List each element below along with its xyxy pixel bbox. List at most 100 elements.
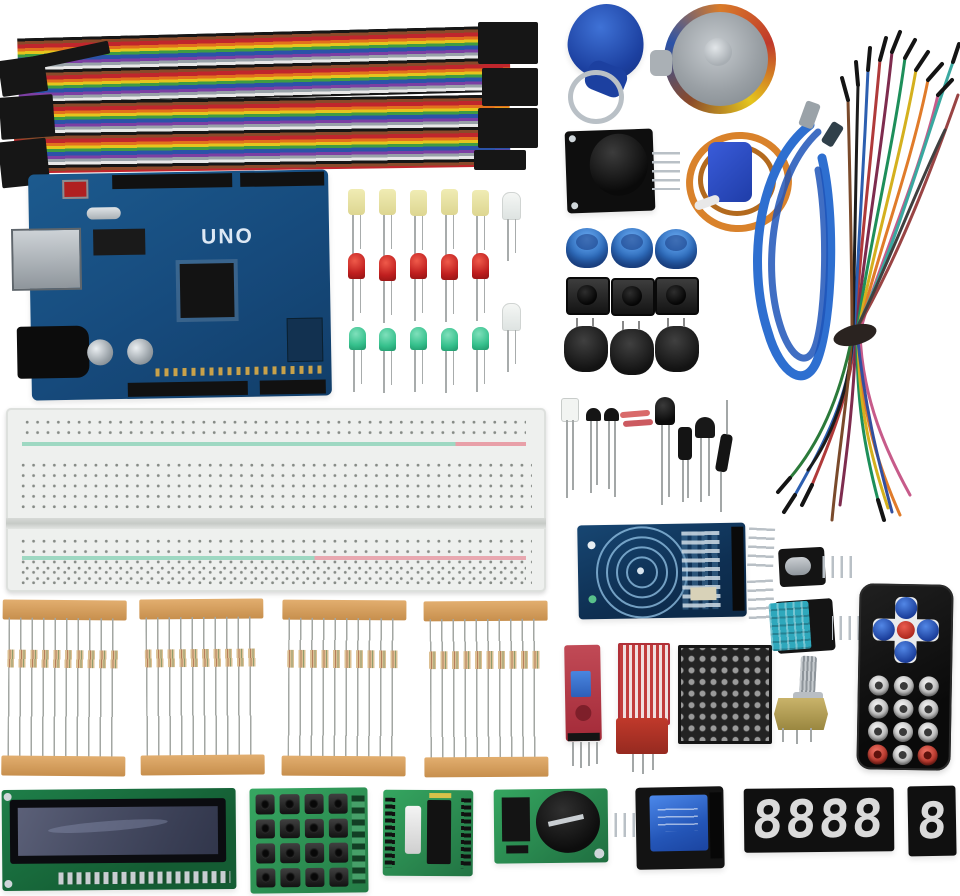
crystal-oscillator bbox=[86, 207, 121, 220]
led-red bbox=[410, 253, 427, 321]
antenna-center bbox=[636, 567, 645, 575]
remote-key bbox=[893, 675, 915, 697]
remote-keypad bbox=[867, 675, 941, 766]
chip-sticker bbox=[690, 587, 717, 601]
resistor-tape-bottom bbox=[140, 754, 265, 776]
remote-dpad bbox=[872, 596, 940, 664]
resistor-leads bbox=[145, 616, 259, 758]
arrow-left-button bbox=[872, 618, 896, 641]
coin-cell-holder bbox=[535, 790, 601, 854]
breadboard-grid-upper bbox=[18, 460, 532, 512]
resistor-leads bbox=[429, 618, 543, 760]
led-matrix-8x8 bbox=[678, 645, 772, 744]
led-green bbox=[441, 328, 458, 393]
ribbon-connector-left-2 bbox=[0, 94, 56, 140]
led-yellow bbox=[410, 190, 427, 258]
led-green bbox=[349, 327, 366, 392]
lcd-solder-pads bbox=[58, 871, 231, 885]
rc522-pins-top bbox=[746, 527, 776, 573]
joystick-knob bbox=[588, 132, 649, 197]
remote-key-red bbox=[917, 745, 938, 766]
dip-ic bbox=[426, 799, 452, 865]
joystick-module bbox=[564, 128, 656, 214]
ribbon-cable-band-bottom bbox=[13, 94, 511, 174]
solder-pads bbox=[155, 365, 322, 377]
dht11-pins bbox=[832, 616, 860, 640]
trimmer bbox=[575, 704, 592, 722]
rtc-ic bbox=[501, 797, 531, 842]
ribbon-connector-right-3 bbox=[478, 108, 538, 148]
black-diode bbox=[714, 433, 734, 473]
ribbon-connector-left-1 bbox=[0, 54, 49, 98]
water-level-sensor bbox=[618, 643, 670, 725]
water-sensor-base bbox=[616, 718, 668, 754]
tilt-sensor-module bbox=[778, 546, 826, 588]
joystick-pins bbox=[652, 152, 680, 190]
power-header bbox=[127, 380, 248, 397]
remote-key bbox=[868, 698, 889, 719]
resistor-bodies bbox=[144, 648, 259, 668]
tactile-button bbox=[566, 277, 610, 315]
rotary-potentiometer bbox=[774, 698, 828, 730]
dc-barrel-jack bbox=[16, 325, 90, 379]
resistor-strip bbox=[423, 600, 549, 778]
resistor-tape-bottom bbox=[281, 755, 406, 777]
red-diode bbox=[619, 409, 651, 419]
keypad-key bbox=[304, 793, 324, 814]
keypad-key bbox=[255, 794, 275, 815]
stepper-motor-hub bbox=[704, 38, 732, 66]
breadboard-center-channel bbox=[6, 518, 546, 529]
led-green bbox=[472, 327, 489, 392]
dht11-sensor bbox=[768, 600, 812, 652]
resistor-strip bbox=[1, 599, 127, 777]
keypad-key bbox=[304, 867, 325, 888]
module-led bbox=[588, 595, 597, 604]
battery-clip bbox=[547, 813, 585, 827]
lcd-screen bbox=[17, 806, 219, 856]
arrow-down-button bbox=[894, 640, 917, 664]
relay-cube bbox=[649, 794, 709, 852]
keypad-key bbox=[328, 793, 348, 814]
breadboard-power-rail-bottom bbox=[22, 556, 526, 585]
arrow-up-button bbox=[895, 596, 918, 620]
breadboard bbox=[6, 408, 546, 592]
header-strip bbox=[731, 526, 745, 611]
seven-segment-1digit: 8 bbox=[907, 785, 957, 857]
resistor-leads bbox=[7, 617, 121, 759]
capacitor-1 bbox=[86, 339, 114, 366]
led-yellow bbox=[379, 189, 396, 257]
led-red bbox=[472, 253, 489, 321]
tactile-button bbox=[655, 277, 699, 315]
remote-key bbox=[893, 698, 914, 720]
arrow-right-button bbox=[916, 619, 940, 642]
keypad-key bbox=[328, 842, 349, 863]
keypad-keys bbox=[255, 793, 349, 888]
potentiometer-cap bbox=[566, 228, 608, 268]
ir-led bbox=[655, 397, 675, 425]
seven-segment-4digit: 8888 bbox=[743, 787, 895, 853]
blue-capacitor bbox=[570, 670, 592, 698]
digital-header-1 bbox=[112, 173, 233, 190]
led-green bbox=[410, 327, 427, 392]
resistor-bodies bbox=[7, 649, 122, 669]
resistor-bodies bbox=[287, 649, 402, 669]
terminal-block bbox=[709, 792, 723, 859]
usb-cable bbox=[753, 100, 844, 381]
rfid-rc522-module bbox=[577, 522, 747, 620]
stepper-mounting-ear bbox=[650, 50, 672, 76]
key-ring bbox=[568, 70, 624, 124]
digital-header-2 bbox=[240, 171, 325, 187]
analog-header bbox=[259, 379, 326, 395]
ribbon-connector-right-2 bbox=[482, 68, 538, 106]
keypad-key bbox=[255, 818, 276, 839]
keypad-4x4 bbox=[249, 787, 369, 894]
ir-remote bbox=[856, 583, 954, 771]
keypad-header-strip bbox=[351, 795, 366, 884]
remote-key bbox=[867, 721, 889, 742]
led-clear bbox=[502, 192, 521, 261]
seven-segment-1digit-value: 8 bbox=[915, 791, 949, 851]
capacitor-2 bbox=[126, 338, 154, 365]
rtc-crystal bbox=[506, 845, 529, 854]
buzzer bbox=[610, 321, 654, 375]
rtc-module bbox=[493, 788, 609, 864]
